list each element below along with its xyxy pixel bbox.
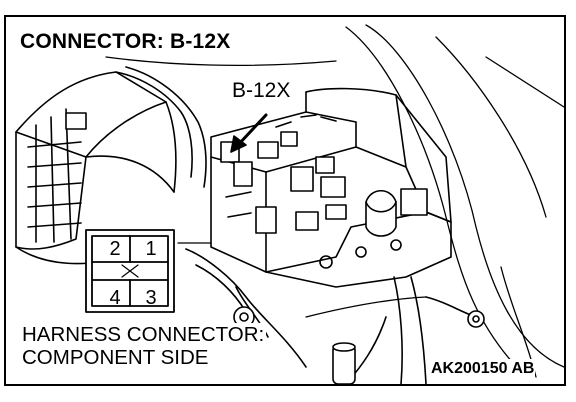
pin-2-label: 2 <box>109 238 121 260</box>
callout-arrow <box>230 113 268 153</box>
harness-connector-caption: HARNESS CONNECTOR: COMPONENT SIDE <box>20 323 267 369</box>
pin-1-label: 1 <box>145 238 157 260</box>
relay-box <box>210 87 452 288</box>
wire-harness <box>185 248 485 384</box>
air-cleaner <box>15 66 207 265</box>
connector-face <box>85 229 175 313</box>
harness-caption-line2: COMPONENT SIDE <box>22 346 209 369</box>
connector-title: CONNECTOR: B-12X <box>17 30 234 54</box>
figure-code: AK200150 AB <box>430 359 536 379</box>
pin-3-label: 3 <box>145 287 157 309</box>
engine-bay-illustration <box>15 24 564 384</box>
connector-pin-grid: 2 1 4 3 <box>86 230 174 312</box>
bolt <box>233 306 356 384</box>
connector-callout-label: B-12X <box>231 79 292 103</box>
harness-caption-line1: HARNESS CONNECTOR: <box>22 323 265 346</box>
pin-4-label: 4 <box>109 287 121 309</box>
